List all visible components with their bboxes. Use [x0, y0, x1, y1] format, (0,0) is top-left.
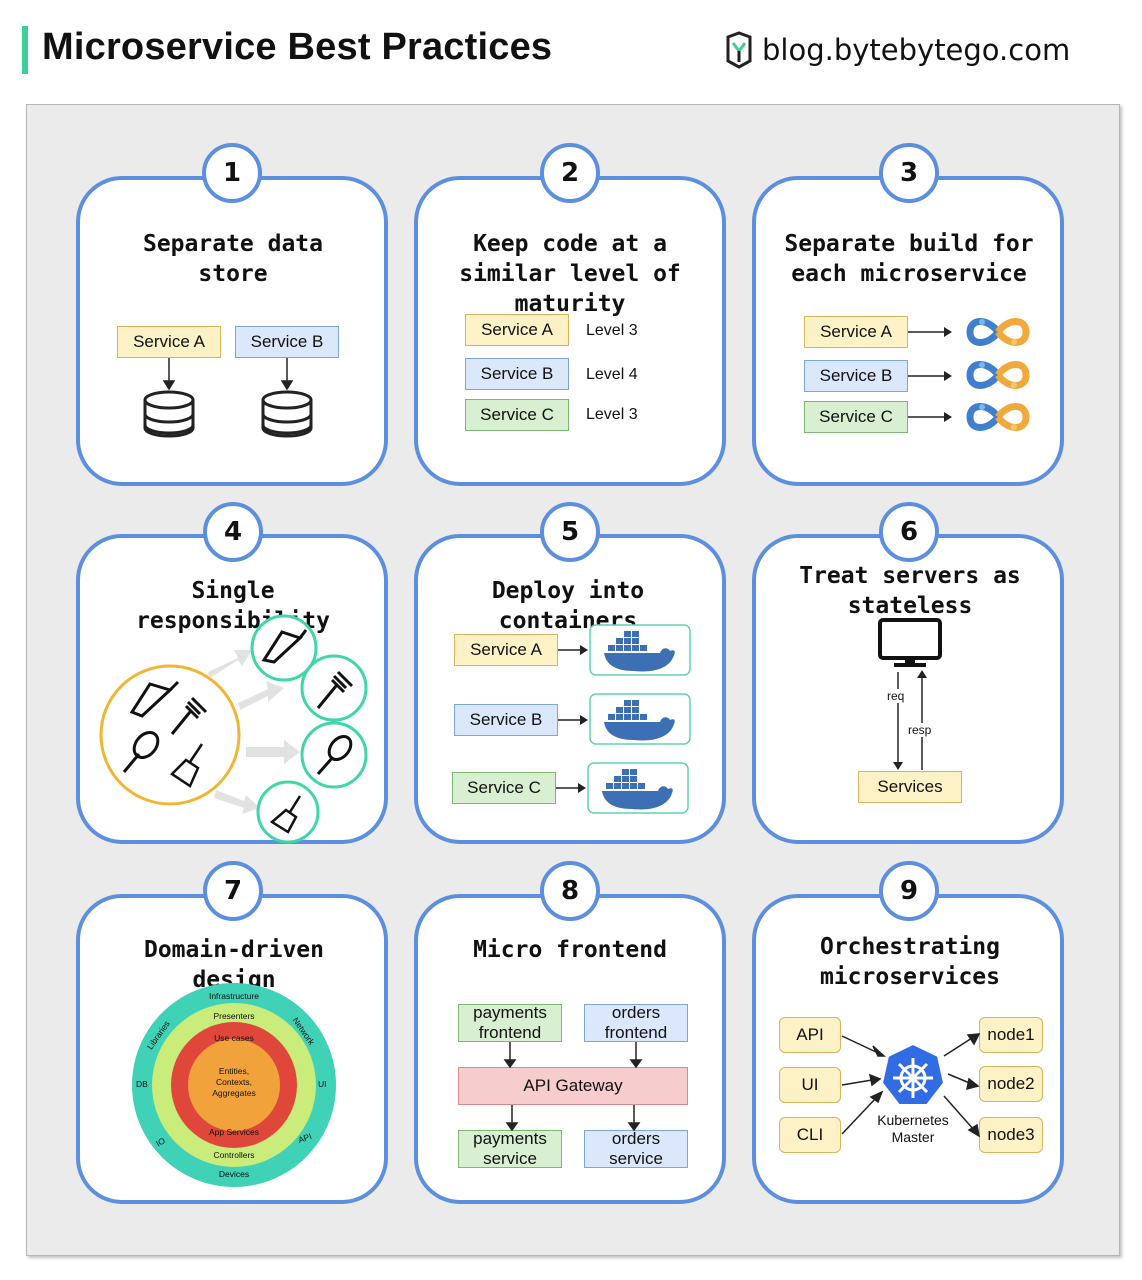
- orders-frontend-box: orders frontend: [584, 1003, 688, 1042]
- service-a-box: Service A: [804, 316, 908, 348]
- node1-box: node1: [979, 1017, 1043, 1053]
- client-ui-box: UI: [779, 1067, 841, 1103]
- card-number-1: 1: [202, 143, 262, 203]
- card-number-9: 9: [879, 861, 939, 921]
- ring-label-infrastructure: Infrastructure: [208, 991, 260, 1001]
- card-number-7: 7: [203, 861, 263, 921]
- arrow-down-icon: [162, 358, 294, 391]
- card-number-6: 6: [879, 502, 939, 562]
- request-label: req: [887, 689, 905, 703]
- fork-icon: [170, 696, 208, 735]
- client-api-box: API: [779, 1017, 841, 1053]
- brand[interactable]: blog.bytebytego.com: [724, 30, 1070, 70]
- service-c-box: Service C: [452, 772, 556, 804]
- database-icon: [143, 390, 195, 438]
- ring-label-use-cases: Use cases: [214, 1033, 254, 1043]
- service-b-box: Service B: [804, 360, 908, 392]
- ring-label-app-services: App Services: [208, 1127, 260, 1137]
- services-box: Services: [858, 771, 962, 803]
- card-number-8: 8: [540, 861, 600, 921]
- maturity-level: Level 4: [586, 366, 638, 383]
- page-title: Microservice Best Practices: [42, 26, 553, 68]
- node2-box: node2: [979, 1066, 1043, 1102]
- response-label: resp: [908, 723, 932, 737]
- card-number-3: 3: [879, 143, 939, 203]
- card-title: Keep code at a similar level of maturity: [459, 231, 681, 317]
- maturity-level: Level 3: [586, 406, 638, 423]
- card-number-4: 4: [203, 502, 263, 562]
- card-title: Treat servers as stateless: [799, 563, 1021, 619]
- card-title: Separate data store: [142, 231, 323, 287]
- payments-service-box: payments service: [458, 1129, 562, 1168]
- knife-icon: [129, 680, 180, 718]
- card-title: Separate build for each microservice: [784, 231, 1034, 287]
- spoon-icon: [316, 734, 353, 775]
- card-title: Micro frontend: [473, 937, 667, 963]
- service-c-box: Service C: [804, 401, 908, 433]
- ring-label-presenters: Presenters: [213, 1011, 255, 1021]
- ring-label-controllers: Controllers: [213, 1150, 255, 1160]
- orders-service-box: orders service: [584, 1129, 688, 1168]
- card-number-5: 5: [540, 502, 600, 562]
- kubernetes-icon: [880, 1042, 946, 1106]
- brush-icon: [170, 743, 204, 788]
- ring-label-devices: Devices: [218, 1169, 250, 1179]
- service-a-box: Service A: [454, 634, 558, 666]
- kubernetes-master-label: Kubernetes Master: [877, 1112, 949, 1145]
- brush-icon: [269, 795, 302, 834]
- database-icon: [261, 390, 313, 438]
- monitor-icon: [878, 618, 942, 667]
- service-b-box: Service B: [235, 326, 339, 358]
- card-number-2: 2: [540, 143, 600, 203]
- ring-label-core: Entities, Contexts, Aggregates: [212, 1066, 256, 1098]
- api-gateway-box: API Gateway: [458, 1067, 688, 1105]
- node3-box: node3: [979, 1117, 1043, 1153]
- fork-icon: [316, 670, 354, 709]
- knife-icon: [261, 629, 308, 664]
- spoon-icon: [122, 730, 160, 773]
- maturity-level: Level 3: [586, 322, 638, 339]
- service-a-box: Service A: [465, 314, 569, 346]
- service-b-box: Service B: [454, 704, 558, 736]
- ring-label-db: DB: [136, 1079, 148, 1089]
- bytebytego-logo-icon: [726, 31, 752, 69]
- service-a-box: Service A: [117, 326, 221, 358]
- client-cli-box: CLI: [779, 1117, 841, 1153]
- card-title: Orchestrating microservices: [819, 934, 1000, 990]
- payments-frontend-box: payments frontend: [458, 1003, 562, 1042]
- brand-url: blog.bytebytego.com: [762, 33, 1071, 67]
- service-b-box: Service B: [465, 358, 569, 390]
- title-accent-bar: [22, 26, 28, 74]
- ring-label-ui: UI: [318, 1079, 327, 1089]
- service-c-box: Service C: [465, 399, 569, 431]
